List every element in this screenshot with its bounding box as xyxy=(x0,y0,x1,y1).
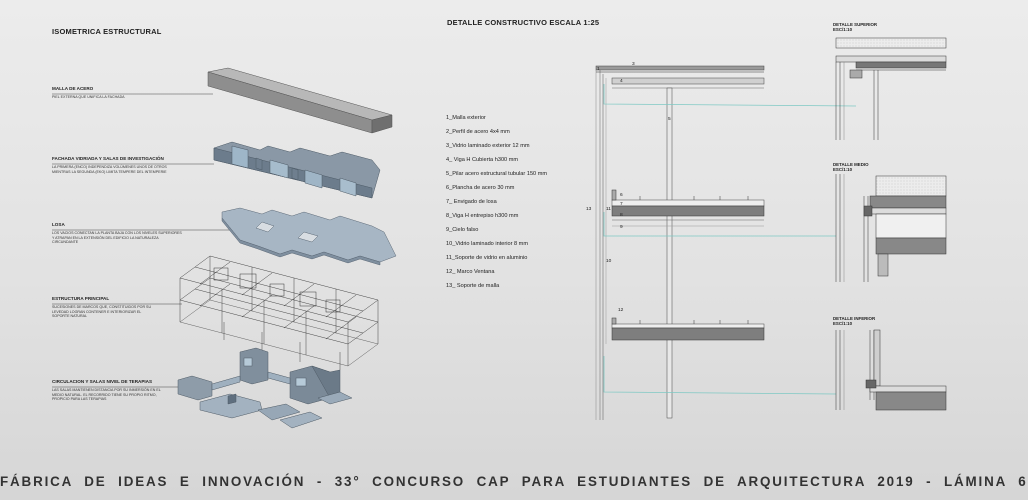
tag-6: 6 xyxy=(620,192,623,198)
fachada-vidriada-block xyxy=(213,141,381,199)
legend-item: 11_Soporte de vidrio en aluminio xyxy=(446,255,528,261)
tag-8: 8 xyxy=(620,212,623,218)
tag-5: 5 xyxy=(668,116,671,122)
details-drawing xyxy=(835,37,947,411)
legend-item: 2_Perfil de acero 4x4 mm xyxy=(446,129,510,135)
tag-12: 12 xyxy=(618,307,624,313)
legend-item: 10_Vidrio laminado interior 8 mm xyxy=(446,241,528,247)
tag-1: 1 xyxy=(597,66,600,72)
callout-line-inferior xyxy=(603,356,837,395)
losa-block xyxy=(221,207,397,266)
legend-item: 9_Cielo falso xyxy=(446,227,479,233)
layer-label-circulacion: CIRCULACION Y SALAS NIVEL DE TERAPIAS LA… xyxy=(52,379,161,402)
legend-item: 13_ Soporte de malla xyxy=(446,283,500,289)
footer-title: FÁBRICA DE IDEAS E INNOVACIÓN - 33° CONC… xyxy=(0,474,1028,489)
layer-label-fachada: FACHADA VIDRIADA Y SALAS DE INVESTIGACIÓ… xyxy=(52,156,167,174)
detalle-title: DETALLE CONSTRUCTIVO ESCALA 1:25 xyxy=(447,18,600,27)
isometric-title: ISOMETRICA ESTRUCTURAL xyxy=(52,27,162,36)
tag-9: 9 xyxy=(620,224,623,230)
circulacion-salas-block xyxy=(177,347,353,429)
malla-de-acero-block xyxy=(207,67,393,134)
layer-label-malla: MALLA DE ACERO PIEL EXTERNA QUE UNIFICA … xyxy=(52,86,125,99)
detail-superior-drawing xyxy=(835,37,947,140)
tag-13: 13 xyxy=(586,206,592,212)
layer-label-losa: LOSA LOS VACIOS CONECTAN LA PLANTA BAJA … xyxy=(52,222,182,245)
tag-4: 4 xyxy=(620,78,623,84)
legend-item: 6_Plancha de acero 30 mm xyxy=(446,185,515,191)
tag-7: 7 xyxy=(620,201,623,207)
callout-line-superior xyxy=(603,84,857,107)
legend-item: 12_ Marco Ventana xyxy=(446,269,495,275)
tag-10: 10 xyxy=(606,258,612,264)
legend-item: 4_ Viga H Cubierta h300 mm xyxy=(446,157,519,163)
detail-medio-drawing xyxy=(835,174,947,282)
section-drawing: 1 3 4 5 6 7 8 9 10 11 12 13 xyxy=(586,61,857,420)
detail-inferior-drawing xyxy=(835,329,947,411)
tag-11: 11 xyxy=(606,206,611,212)
legend-item: 5_Pilar acero estructural tubular 150 mm xyxy=(446,171,548,177)
estructura-principal-frame xyxy=(179,255,379,370)
callout-line-medio xyxy=(603,212,836,237)
legend-list: 1_Malla exterior 2_Perfil de acero 4x4 m… xyxy=(446,115,547,297)
isometric-drawing xyxy=(52,67,397,429)
legend-item: 3_Vidrio laminado exterior 12 mm xyxy=(446,143,530,149)
layer-label-estructura: ESTRUCTURA PRINCIPAL SUCESIONES DE MARCO… xyxy=(52,296,152,319)
legend-item: 1_Malla exterior xyxy=(446,115,486,121)
legend-item: 7_ Envigado de losa xyxy=(446,199,497,205)
legend-item: 8_Viga H entrepiso h300 mm xyxy=(446,213,519,219)
tag-3: 3 xyxy=(632,61,635,67)
